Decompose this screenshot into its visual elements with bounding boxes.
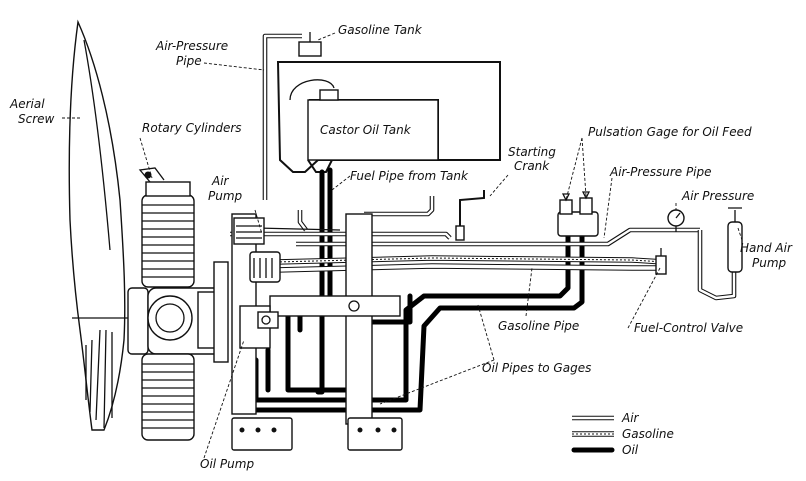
- pulsation-gages: [557, 191, 599, 237]
- legend-item-air: Air: [572, 411, 640, 425]
- fuel-control-valve: [655, 248, 667, 275]
- rotary-engine: [127, 167, 229, 441]
- gasoline-pipes: [275, 255, 665, 273]
- hand-air-pump: [727, 207, 743, 273]
- label-castor-oil-tank: Castor Oil Tank: [320, 123, 412, 137]
- label-pulsation-gage: Pulsation Gage for Oil Feed: [588, 125, 752, 139]
- labels: Gasoline Tank Air-Pressure Pipe Aerial S…: [9, 23, 793, 471]
- rotary-cylinder-bottom: [141, 353, 195, 441]
- legend-label-oil: Oil: [622, 443, 639, 457]
- label-oil-pump: Oil Pump: [200, 457, 254, 471]
- rotary-cylinder-top: [138, 167, 195, 288]
- label-rotary-cylinders: Rotary Cylinders: [142, 121, 242, 135]
- legend-item-oil: Oil: [571, 443, 639, 457]
- aerial-screw: [68, 19, 128, 431]
- engine-bearers: [231, 213, 403, 451]
- legend-label-gasoline: Gasoline: [622, 427, 674, 441]
- starting-crank: [455, 190, 485, 241]
- legend-label-air: Air: [621, 411, 640, 425]
- label-gasoline-pipe: Gasoline Pipe: [498, 319, 579, 333]
- air-pump: [233, 217, 281, 283]
- label-air-pressure-pipe-top: Air-Pressure: [155, 39, 228, 53]
- label-starting-crank-2: Crank: [514, 159, 550, 173]
- label-aerial-screw: Aerial: [9, 97, 45, 111]
- label-fuel-control-valve: Fuel-Control Valve: [634, 321, 743, 335]
- label-hand-air-pump: Hand Air: [740, 241, 793, 255]
- label-fuel-pipe-from-tank: Fuel Pipe from Tank: [350, 169, 469, 183]
- legend: Air Gasoline Oil: [571, 411, 674, 457]
- label-gasoline-tank: Gasoline Tank: [338, 23, 423, 37]
- castor-oil-tank: [289, 79, 439, 173]
- label-air-pump-2: Pump: [208, 189, 243, 203]
- label-aerial-screw-2: Screw: [18, 112, 55, 126]
- air-pipes: [230, 196, 737, 301]
- leader-lines: [62, 32, 743, 459]
- label-starting-crank: Starting: [508, 145, 556, 159]
- label-air-pressure: Air Pressure: [681, 189, 754, 203]
- label-air-pressure-pipe-top-2: Pipe: [176, 54, 202, 68]
- oil-pump: [239, 305, 279, 349]
- legend-item-gasoline: Gasoline: [572, 427, 674, 441]
- label-air-pump: Air: [211, 174, 230, 188]
- label-hand-air-pump-2: Pump: [752, 256, 787, 270]
- label-air-pressure-pipe-right: Air-Pressure Pipe: [609, 165, 712, 179]
- label-oil-pipes-to-gages: Oil Pipes to Gages: [482, 361, 591, 375]
